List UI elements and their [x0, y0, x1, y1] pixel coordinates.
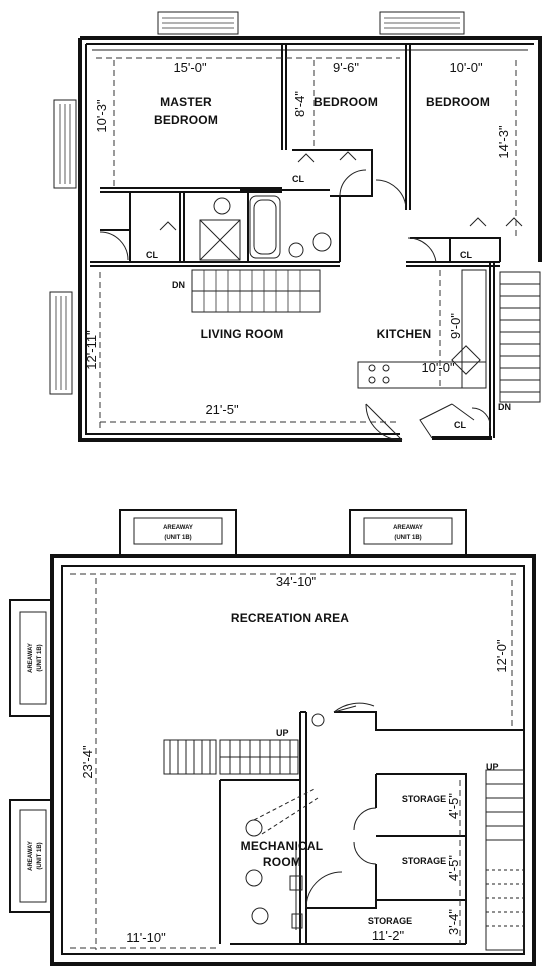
stairs-down — [191, 269, 321, 313]
dimension-rec-depth: 12'-0" — [494, 639, 509, 673]
areaway-label: AREAWAY — [393, 525, 423, 531]
room-label-mechanical-2: ROOM — [263, 855, 301, 869]
dimension-living-width: 21'-5" — [205, 402, 239, 417]
stair-down-label: DN — [498, 402, 511, 412]
areaway-label: AREAWAY — [28, 841, 34, 871]
door-swing — [339, 169, 367, 197]
lower-floor-plan: AREAWAY (UNIT 1B) AREAWAY (UNIT 1B) AREA… — [9, 509, 536, 966]
outer-wall — [50, 554, 536, 966]
stair-down-label: DN — [172, 280, 185, 290]
door-swing — [99, 231, 129, 261]
exterior-stairs — [499, 271, 541, 403]
mechanical-equipment — [245, 713, 325, 930]
sink — [288, 242, 304, 258]
room-label-storage-1: STORAGE — [402, 794, 446, 804]
door-swing — [353, 807, 377, 831]
dimension-kitchen-depth: 9'-0" — [448, 313, 463, 339]
bathtub — [249, 195, 281, 259]
areaway-unit-label: (UNIT 1B) — [37, 644, 43, 671]
toilet — [213, 197, 231, 215]
areaway-left — [9, 799, 52, 913]
areaway-label: AREAWAY — [163, 525, 193, 531]
areaway-unit-label: (UNIT 1B) — [164, 535, 191, 541]
stair-up-label: UP — [276, 728, 289, 738]
window-box — [379, 11, 465, 35]
interior-stairs — [163, 739, 299, 775]
dimension-overall-depth: 23'-4" — [80, 745, 95, 779]
room-label-storage-2: STORAGE — [402, 856, 446, 866]
room-label-master-bedroom-2: BEDROOM — [154, 113, 218, 127]
door-swing — [305, 871, 343, 909]
closet-label: CL — [454, 420, 466, 430]
door-swing — [365, 403, 403, 441]
dimension-bottom-left: 11'-10" — [126, 930, 166, 945]
door-swing — [471, 407, 491, 429]
exterior-stairs-lower — [485, 769, 525, 951]
interior-walls — [90, 44, 501, 438]
room-label-living-room: LIVING ROOM — [201, 327, 284, 341]
closet-label: CL — [292, 174, 304, 184]
room-label-storage-3: STORAGE — [368, 916, 412, 926]
dimension-master-depth: 10'-3" — [94, 99, 109, 133]
dimension-bedroom-a-width: 9'-6" — [333, 60, 359, 75]
dimension-overall-width: 34'-10" — [276, 574, 317, 589]
areaway-top — [349, 509, 467, 556]
room-label-bedroom-a: BEDROOM — [314, 95, 378, 109]
dimension-living-depth: 12'-11" — [84, 330, 99, 370]
room-label-recreation-area: RECREATION AREA — [231, 611, 349, 625]
window-box — [157, 11, 239, 35]
kitchen-counter — [461, 269, 487, 389]
stair-up-label: UP — [486, 762, 499, 772]
outer-wall — [78, 36, 542, 442]
dimension-storage2-depth: 4'-5" — [446, 855, 461, 881]
closet-label: CL — [460, 250, 472, 260]
dimension-kitchen-width: 10'-0" — [421, 360, 455, 375]
interior-walls — [219, 711, 524, 945]
room-label-master-bedroom: MASTER — [160, 95, 212, 109]
areaway-unit-label: (UNIT 1B) — [37, 842, 43, 869]
dimension-bedroom-b-depth: 14'-3" — [496, 125, 511, 159]
shower — [199, 219, 241, 261]
room-label-bedroom-b: BEDROOM — [426, 95, 490, 109]
areaway-label: AREAWAY — [28, 643, 34, 673]
kitchen-counter — [357, 361, 487, 389]
dimension-storage1-depth: 4'-5" — [446, 793, 461, 819]
door-swing — [375, 179, 407, 211]
areaway-top — [119, 509, 237, 556]
areaway-left — [9, 599, 52, 717]
door-swing — [407, 237, 437, 263]
closet-label: CL — [146, 250, 158, 260]
upper-floor-plan: MASTER BEDROOM BEDROOM BEDROOM LIVING RO… — [49, 11, 542, 442]
dimension-storage3-depth: 3'-4" — [446, 909, 461, 935]
toilet — [312, 232, 332, 252]
window-box — [53, 99, 77, 189]
window-box — [49, 291, 73, 395]
dimension-storage-width: 11'-2" — [372, 928, 405, 943]
areaway-unit-label: (UNIT 1B) — [394, 535, 421, 541]
dimension-bedroom-a-depth: 8'-4" — [292, 91, 307, 117]
room-label-kitchen: KITCHEN — [377, 327, 432, 341]
door-swing — [333, 702, 375, 713]
room-label-mechanical: MECHANICAL — [241, 839, 324, 853]
dimension-bedroom-b-width: 10'-0" — [449, 60, 483, 75]
door-swing — [353, 841, 377, 865]
dimension-master-width: 15'-0" — [173, 60, 207, 75]
